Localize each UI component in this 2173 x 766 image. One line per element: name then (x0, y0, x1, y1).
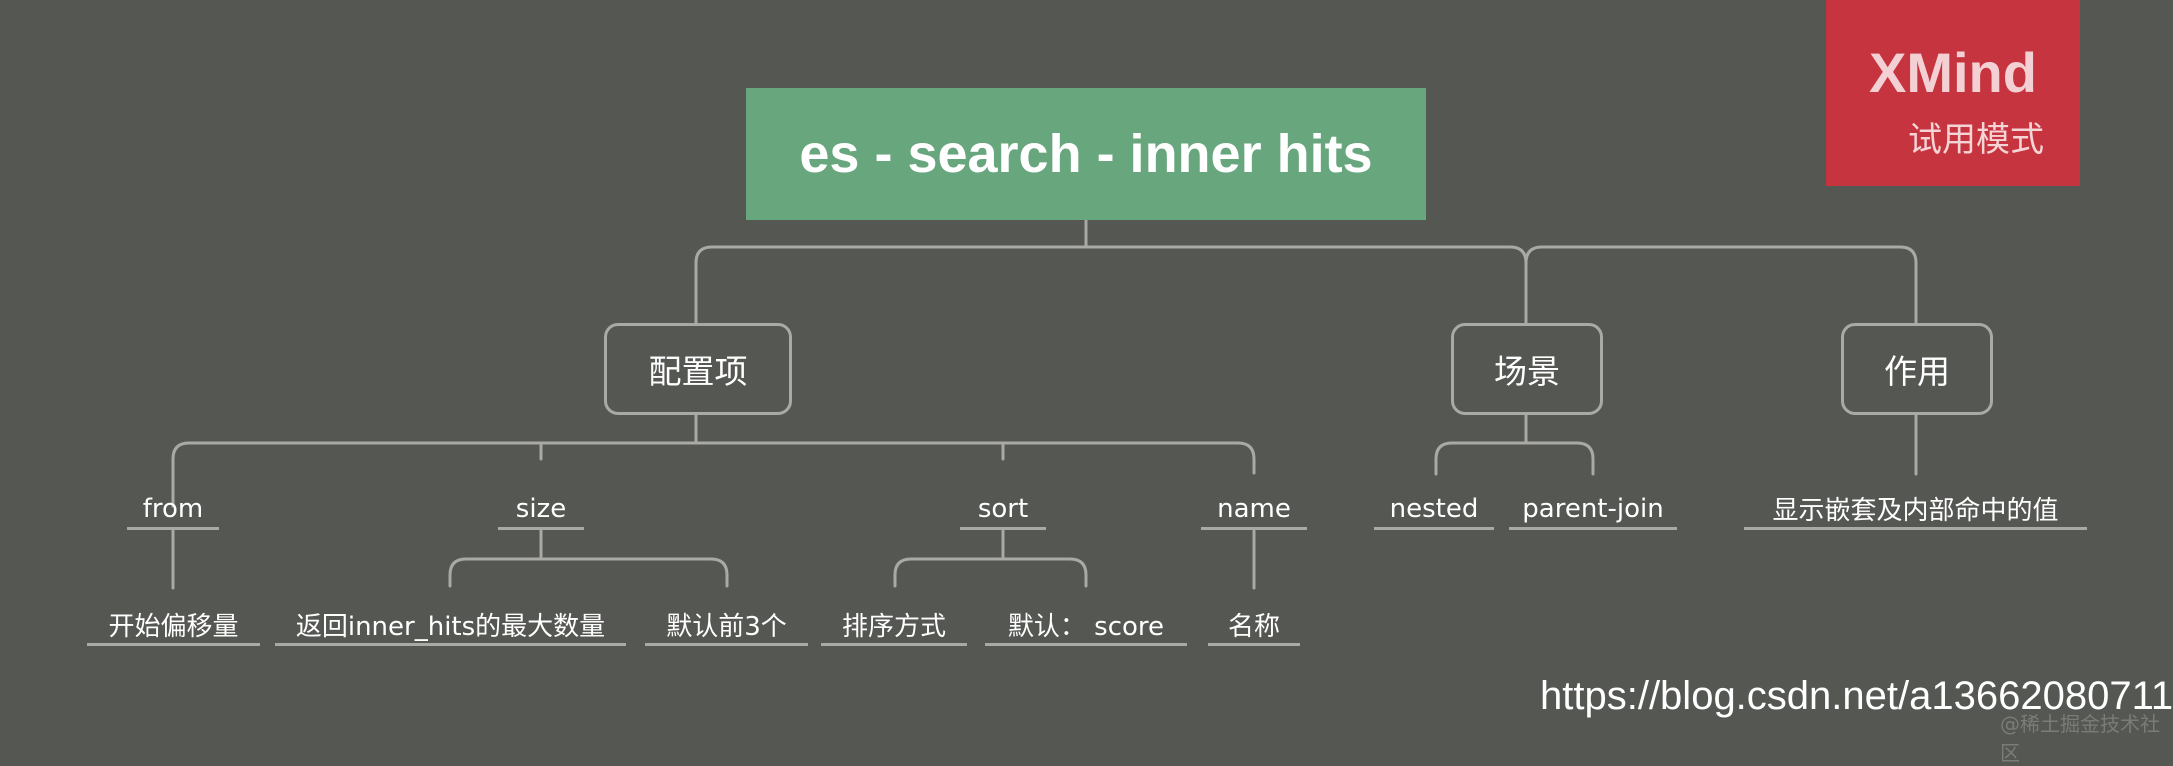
detail-name[interactable]: 名称 (1208, 606, 1300, 646)
subtopic-parent-join-label: parent-join (1522, 493, 1664, 524)
branch-purpose[interactable]: 作用 (1841, 323, 1993, 415)
detail-default-score[interactable]: 默认： score (985, 606, 1187, 646)
branch-scenario[interactable]: 场景 (1451, 323, 1603, 415)
subtopic-sort[interactable]: sort (960, 490, 1046, 530)
subtopic-name-label: name (1217, 493, 1291, 524)
branch-config-label: 配置项 (648, 352, 748, 391)
detail-sort-method[interactable]: 排序方式 (821, 606, 967, 646)
branch-purpose-label: 作用 (1884, 352, 1950, 391)
subtopic-size-label: size (515, 493, 567, 524)
subtopic-show-nested-hits-label: 显示嵌套及内部命中的值 (1772, 496, 2059, 526)
branch-config[interactable]: 配置项 (604, 323, 792, 415)
subtopic-parent-join[interactable]: parent-join (1509, 490, 1677, 530)
subtopic-show-nested-hits[interactable]: 显示嵌套及内部命中的值 (1744, 490, 2087, 530)
subtopic-from[interactable]: from (127, 490, 219, 530)
watermark-community: @稀土掘金技术社区 (2000, 712, 2160, 765)
trial-mode-badge: XMind 试用模式 (1826, 0, 2080, 186)
subtopic-size[interactable]: size (498, 490, 584, 530)
subtopic-nested[interactable]: nested (1374, 490, 1494, 530)
detail-default-score-label: 默认： score (1007, 612, 1165, 642)
subtopic-from-label: from (142, 493, 204, 524)
detail-start-offset-label: 开始偏移量 (108, 612, 239, 642)
subtopic-sort-label: sort (977, 493, 1029, 524)
watermark-url: https://blog.csdn.net/a13662080711 (1540, 674, 2173, 718)
subtopic-name[interactable]: name (1201, 490, 1307, 530)
detail-name-label: 名称 (1227, 612, 1280, 642)
root-topic[interactable]: es - search - inner hits (746, 88, 1426, 220)
detail-max-inner-hits[interactable]: 返回inner_hits的最大数量 (275, 606, 626, 646)
detail-max-inner-hits-label: 返回inner_hits的最大数量 (295, 612, 606, 642)
root-topic-label: es - search - inner hits (799, 124, 1373, 184)
xmind-logo: XMind (1869, 41, 2037, 104)
detail-sort-method-label: 排序方式 (841, 612, 946, 642)
detail-default-top3[interactable]: 默认前3个 (645, 606, 808, 646)
connector-lines (171, 218, 1918, 590)
subtopic-nested-label: nested (1389, 493, 1479, 524)
trial-mode-label: 试用模式 (1908, 120, 2044, 160)
branch-scenario-label: 场景 (1494, 352, 1560, 391)
detail-default-top3-label: 默认前3个 (666, 612, 787, 642)
detail-start-offset[interactable]: 开始偏移量 (87, 606, 260, 646)
